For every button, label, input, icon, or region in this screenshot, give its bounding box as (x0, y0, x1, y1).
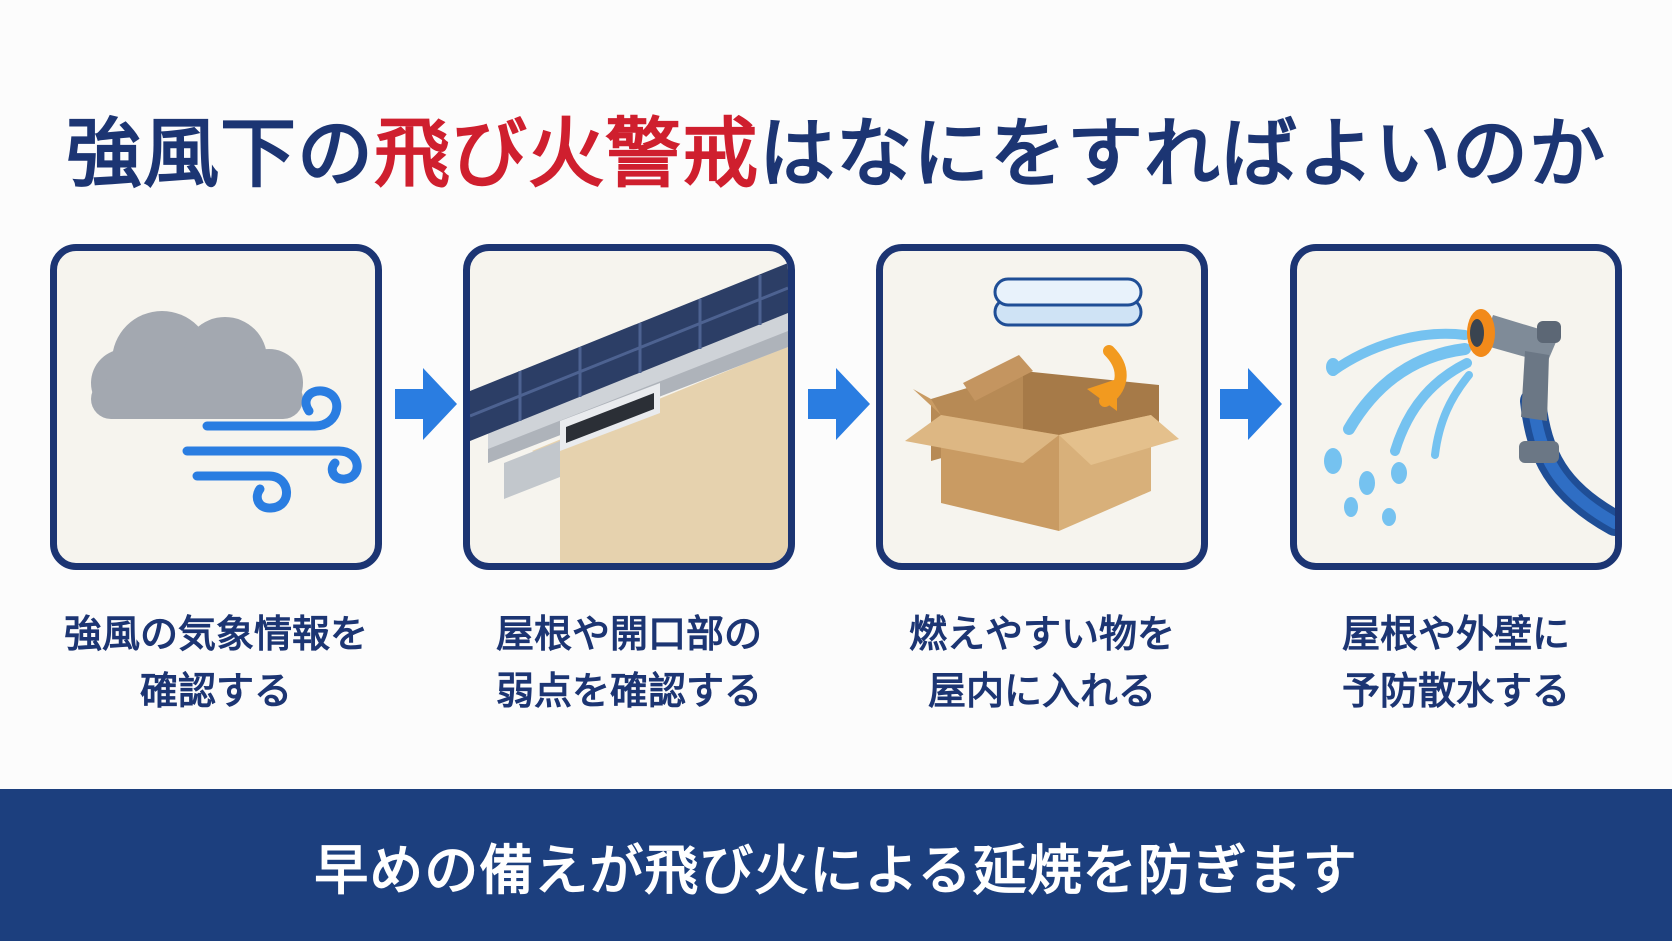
step-1: 強風の気象情報を 確認する (50, 244, 382, 720)
step-3-caption-line-1: 燃えやすい物を (908, 612, 1175, 656)
step-2-card (463, 244, 795, 570)
hose-spray-icon (1324, 309, 1615, 536)
step-3-caption: 燃えやすい物を 屋内に入れる (876, 606, 1208, 720)
wind-cloud-icon (91, 311, 362, 513)
footer-banner: 早めの備えが飛び火による延焼を防ぎます (0, 789, 1672, 941)
step-3-caption-line-2: 屋内に入れる (927, 669, 1156, 713)
right-arrow-icon (395, 368, 457, 440)
title-highlight: 飛び火警戒 (374, 109, 759, 198)
step-2-caption-line-2: 弱点を確認する (495, 669, 762, 713)
step-1-caption-line-2: 確認する (139, 669, 292, 713)
roof-vent-icon (470, 263, 788, 563)
step-2: 屋根や開口部の 弱点を確認する (463, 244, 795, 720)
flow-arrow-1 (395, 364, 459, 444)
right-arrow-icon (1220, 368, 1282, 440)
title-prefix: 強風下の (66, 109, 374, 198)
flow-arrow-3 (1220, 364, 1284, 444)
step-3-card (876, 244, 1208, 570)
step-4: 屋根や外壁に 予防散水する (1290, 244, 1622, 720)
right-arrow-icon (808, 368, 870, 440)
step-3: 燃えやすい物を 屋内に入れる (876, 244, 1208, 720)
step-4-caption-line-2: 予防散水する (1341, 669, 1570, 713)
step-4-caption-line-1: 屋根や外壁に (1341, 612, 1570, 656)
step-4-caption: 屋根や外壁に 予防散水する (1290, 606, 1622, 720)
step-1-card (50, 244, 382, 570)
flow-arrow-2 (808, 364, 872, 444)
footer-text: 早めの備えが飛び火による延焼を防ぎます (314, 838, 1358, 902)
towel-box-icon (905, 277, 1179, 531)
step-1-caption: 強風の気象情報を 確認する (50, 606, 382, 720)
page-title: 強風下の飛び火警戒はなにをすればよいのか (0, 92, 1672, 202)
title-suffix: はなにをすればよいのか (759, 109, 1606, 198)
step-1-caption-line-1: 強風の気象情報を (63, 612, 368, 656)
step-2-caption-line-1: 屋根や開口部の (495, 612, 762, 656)
step-4-card (1290, 244, 1622, 570)
step-2-caption: 屋根や開口部の 弱点を確認する (463, 606, 795, 720)
